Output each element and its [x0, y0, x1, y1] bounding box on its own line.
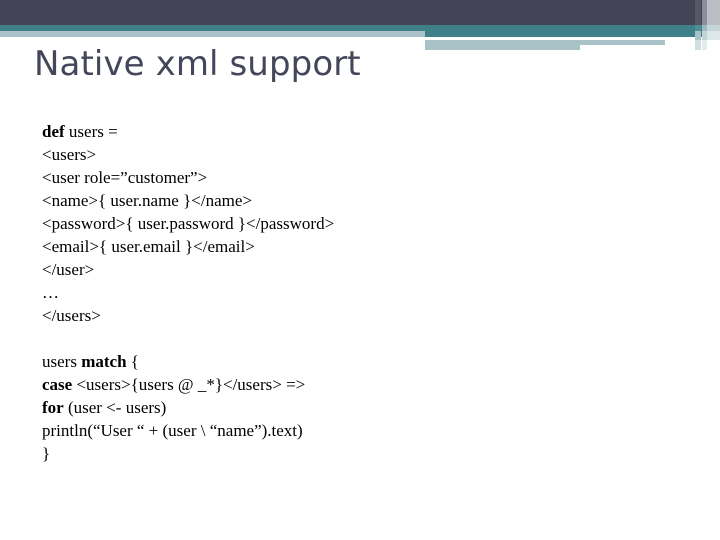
code-line: println(“User “ + (user \ “name”).text) — [42, 419, 682, 442]
code-text: <password>{ user.password }</password> — [42, 214, 335, 233]
code-block-spacer — [42, 327, 682, 350]
header-light-band-left — [0, 31, 425, 37]
header-vertical-stripe-9 — [707, 31, 720, 40]
code-text: <users> — [42, 145, 97, 164]
header-vertical-stripe-1 — [695, 0, 701, 25]
header-vertical-stripe-10 — [695, 40, 701, 50]
code-text: <users>{users @ _*}</users> => — [72, 375, 306, 394]
code-text: <email>{ user.email }</email> — [42, 237, 255, 256]
code-text: } — [42, 444, 51, 463]
code-line: <name>{ user.name }</name> — [42, 189, 682, 212]
code-block-xml-literal: def users = <users> <user role=”customer”>… — [42, 120, 682, 327]
header-accent-bar-lower — [425, 45, 580, 50]
slide-body: def users = <users> <user role=”customer”>… — [42, 120, 682, 465]
code-text: <name>{ user.name }</name> — [42, 191, 252, 210]
code-line: } — [42, 442, 682, 465]
header-vertical-stripe-6 — [707, 25, 720, 31]
code-line: def users = — [42, 120, 682, 143]
header-vertical-stripe-4 — [695, 25, 701, 31]
code-keyword: for — [42, 398, 64, 417]
header-accent-bar-middle — [425, 40, 665, 45]
code-line: <users> — [42, 143, 682, 166]
code-text: { — [126, 352, 139, 371]
code-text: <user role=”customer”> — [42, 168, 208, 187]
code-keyword: case — [42, 375, 73, 394]
code-line: … — [42, 281, 682, 304]
header-decoration — [0, 0, 720, 60]
header-vertical-stripe-8 — [702, 31, 707, 40]
code-text: (user <- users) — [63, 398, 167, 417]
code-keyword: def — [42, 122, 65, 141]
code-text: users — [42, 352, 82, 371]
slide-title: Native xml support — [34, 44, 361, 84]
header-vertical-stripe-11 — [702, 40, 707, 50]
code-line: for (user <- users) — [42, 396, 682, 419]
code-line: case <users>{users @ _*}</users> => — [42, 373, 682, 396]
header-dark-band — [0, 0, 720, 25]
header-vertical-stripe-5 — [702, 25, 707, 31]
code-text: println(“User “ + (user \ “name”).text) — [42, 421, 303, 440]
code-line: </user> — [42, 258, 682, 281]
code-line: <password>{ user.password }</password> — [42, 212, 682, 235]
code-block-pattern-match: users match {case <users>{users @ _*}</u… — [42, 350, 682, 465]
header-vertical-stripe-7 — [695, 31, 701, 40]
code-line: users match { — [42, 350, 682, 373]
code-line: </users> — [42, 304, 682, 327]
header-teal-band — [0, 25, 720, 31]
code-text: users = — [64, 122, 118, 141]
code-line: <email>{ user.email }</email> — [42, 235, 682, 258]
code-text: </user> — [42, 260, 95, 279]
code-text: </users> — [42, 306, 101, 325]
header-teal-band-right — [425, 31, 720, 37]
header-vertical-stripe-2 — [702, 0, 707, 25]
header-vertical-stripe-3 — [707, 0, 720, 25]
code-text: … — [42, 283, 59, 302]
code-line: <user role=”customer”> — [42, 166, 682, 189]
code-keyword: match — [81, 352, 127, 371]
